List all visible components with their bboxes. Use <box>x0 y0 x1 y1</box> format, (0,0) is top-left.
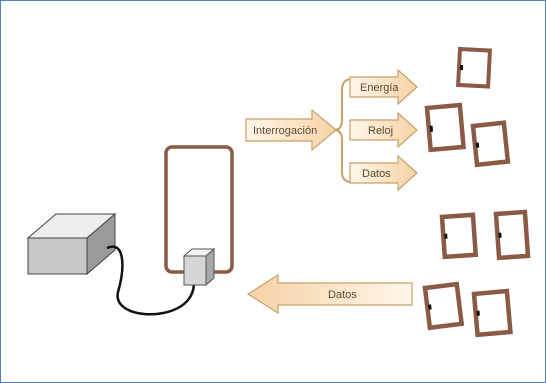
rfid-tag-icon <box>424 102 466 153</box>
rfid-tag-icon <box>471 288 513 338</box>
data-in-label: Datos <box>328 289 357 301</box>
clock-arrow: Reloj <box>349 111 418 149</box>
rfid-tag-icon <box>470 120 511 168</box>
energy-arrow: Energía <box>349 68 418 106</box>
rfid-tag-icon <box>456 46 493 89</box>
cable <box>106 245 195 316</box>
rfid-tag-icon <box>439 212 479 260</box>
interrogation-arrow: Interrogación <box>245 108 337 152</box>
tag-group-top <box>424 46 511 168</box>
reader-device-icon <box>26 212 117 276</box>
brace <box>333 78 353 183</box>
clock-label: Reloj <box>368 125 393 137</box>
data-out-arrow: Datos <box>349 154 418 192</box>
tag-group-bottom <box>422 209 531 338</box>
antenna-connector-icon <box>182 247 216 287</box>
rfid-tag-icon <box>422 281 465 331</box>
energy-label: Energía <box>360 82 399 94</box>
rfid-tag-icon <box>493 209 531 261</box>
data-in-arrow: Datos <box>246 273 413 315</box>
data-out-label: Datos <box>362 168 391 180</box>
interrogation-label: Interrogación <box>253 125 317 137</box>
